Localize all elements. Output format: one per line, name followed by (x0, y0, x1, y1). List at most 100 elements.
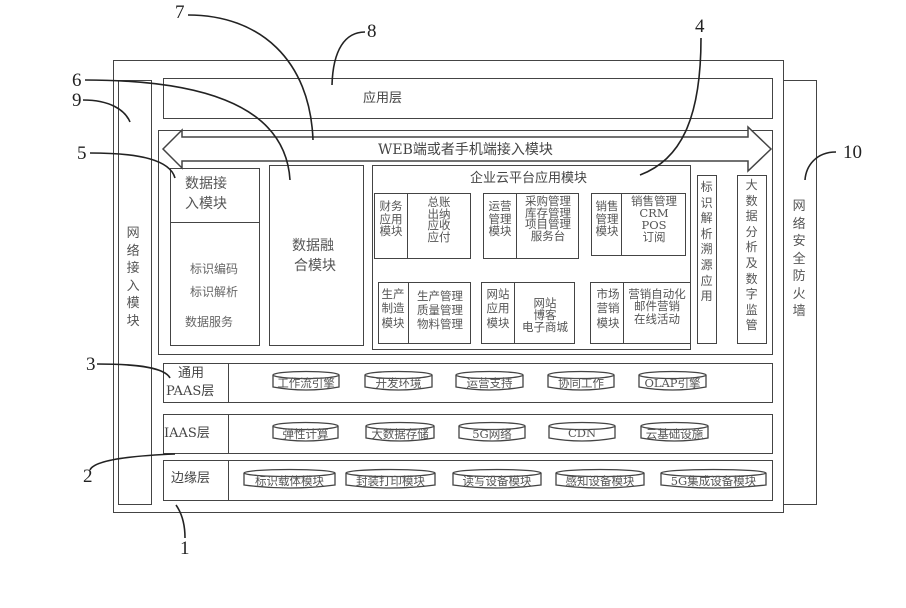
module-item: 博客 (533, 308, 557, 323)
marketing-module-items: 营销自动化 邮件营销 在线活动 (623, 287, 691, 326)
edge-item: 感知设备模块 (555, 468, 645, 490)
module-item: 电子商城 (522, 320, 568, 335)
module-item: 项目管理 (525, 217, 571, 232)
module-item: 网站 (533, 296, 557, 310)
marketing-module-name: 市场 营销 模块 (594, 287, 622, 330)
cylinder-icon (548, 421, 616, 442)
paas-divider (228, 363, 229, 403)
cylinder-icon (458, 421, 526, 442)
edge-item-label: 5G集成设备模块 (670, 474, 757, 488)
cylinder-icon (272, 370, 340, 391)
iaas-item: 弹性计算 (272, 421, 339, 443)
module-name-line: 制造 (381, 301, 405, 316)
module-name-line: 模块 (379, 224, 403, 239)
operations-module (483, 193, 579, 259)
iaas-divider (228, 414, 229, 454)
module-name-line: 销售 (595, 199, 619, 213)
edge-item: 5G集成设备模块 (660, 468, 767, 490)
production-module (378, 282, 471, 344)
paas-item-label: OLAP引擎 (644, 376, 701, 390)
module-item: CRM (639, 206, 669, 221)
iaas-item-label: 大数据存储 (371, 427, 429, 441)
module-item: 物料管理 (417, 316, 463, 331)
identifier-trace-module (697, 175, 717, 344)
module-name-line: 模块 (595, 224, 619, 239)
production-module-name: 生产 制造 模块 (379, 287, 407, 330)
module-divider (623, 282, 624, 344)
edge-item-label: 封装打印模块 (356, 474, 425, 488)
callout-9: 9 (72, 90, 82, 111)
paas-item: OLAP引擎 (638, 370, 707, 392)
cylinder-icon (452, 468, 542, 489)
module-item: 出纳 (427, 206, 451, 221)
module-name-line: 模块 (488, 224, 512, 239)
sales-module-items: 销售管理 CRM POS 订阅 (622, 195, 686, 243)
application-layer-label: 应用层 (363, 91, 403, 106)
finance-module (374, 193, 471, 259)
edge-item-label: 读写设备模块 (462, 474, 532, 488)
data-access-divider (170, 222, 260, 223)
module-name-line: 管理 (595, 211, 619, 226)
data-fusion-title-2: 合模块 (294, 258, 336, 274)
iaas-item: 5G网络 (458, 421, 526, 443)
cylinder-icon (640, 421, 709, 442)
edge-item-label: 感知设备模块 (565, 474, 635, 488)
module-item: 服务台 (530, 229, 566, 244)
module-item: 在线活动 (634, 311, 680, 326)
paas-item: 运营支持 (455, 370, 524, 392)
module-name-line: 生产 (381, 287, 405, 301)
callout-5: 5 (77, 143, 87, 164)
marketing-module (590, 282, 691, 344)
edge-label: 边缘层 (171, 471, 211, 486)
finance-module-items: 总账 出纳 应收 应付 (408, 196, 470, 244)
network-firewall (783, 80, 817, 505)
cylinder-icon (272, 421, 339, 442)
module-item: 销售管理 (631, 194, 677, 208)
data-access-title-2: 入模块 (185, 196, 227, 212)
iaas-item: CDN (548, 421, 616, 443)
website-module (481, 282, 575, 344)
paas-item: 工作流引擎 (272, 370, 340, 392)
data-access-module (170, 168, 260, 346)
cylinder-icon (660, 468, 767, 489)
paas-label-1: 通用 (178, 366, 205, 381)
firewall-label: 网络安全防火墙 (792, 199, 806, 320)
module-item: 订阅 (642, 230, 666, 245)
callout-10: 10 (843, 142, 862, 163)
module-name-line: 应用 (379, 211, 403, 226)
module-divider (408, 282, 409, 344)
iaas-item-label: 弹性计算 (282, 427, 329, 441)
bigdata-label: 大数据分析及数字监管 (745, 178, 758, 333)
cylinder-icon (243, 468, 336, 489)
sales-module (591, 193, 686, 256)
callout-4: 4 (695, 16, 705, 37)
module-name-line: 管理 (488, 211, 512, 226)
module-divider (407, 193, 408, 259)
data-fusion-title-1: 数据融 (292, 238, 334, 254)
enterprise-cloud-title: 企业云平台应用模块 (470, 171, 588, 186)
cylinder-icon (365, 421, 435, 442)
module-name-line: 市场 (596, 287, 620, 301)
module-name-line: 运营 (488, 199, 512, 213)
module-item: 采购管理 (525, 194, 571, 208)
data-access-item: 标识编码 (190, 262, 239, 276)
module-item: 应付 (427, 229, 451, 244)
module-item: 质量管理 (417, 302, 463, 317)
iaas-item: 云基础设施 (640, 421, 709, 443)
iaas-label: IAAS层 (164, 426, 210, 441)
module-item: 生产管理 (417, 289, 463, 303)
module-item: 应收 (427, 218, 451, 232)
cylinder-icon (638, 370, 707, 391)
data-fusion-module (269, 165, 364, 346)
module-name-line: 财务 (379, 199, 403, 213)
paas-item-label: 协同工作 (558, 376, 604, 390)
paas-item-label: 运营支持 (466, 376, 513, 390)
bigdata-module (737, 175, 767, 344)
edge-item: 读写设备模块 (452, 468, 542, 490)
module-item: 营销自动化 (628, 287, 686, 301)
callout-2: 2 (83, 466, 93, 487)
module-name-line: 应用 (486, 301, 510, 316)
paas-item: 协同工作 (547, 370, 615, 392)
website-module-name: 网站 应用 模块 (484, 287, 512, 330)
paas-item-label: 工作流引擎 (277, 376, 335, 390)
